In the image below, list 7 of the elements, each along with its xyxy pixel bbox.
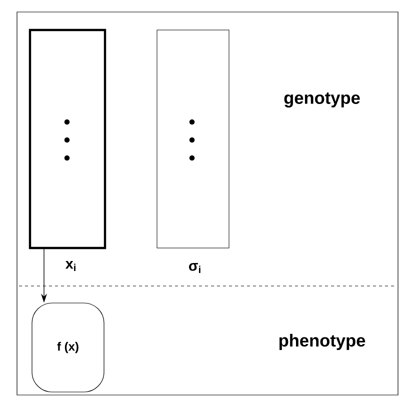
section-label: phenotype [279, 334, 366, 350]
section-label: genotype [284, 92, 360, 108]
rounded-box: f (x) [32, 302, 104, 392]
variable-label: x$_{i}$ [65, 261, 76, 271]
variable-label: σ$_{i}$ [189, 263, 200, 273]
box [28, 28, 106, 250]
box [156, 30, 230, 248]
